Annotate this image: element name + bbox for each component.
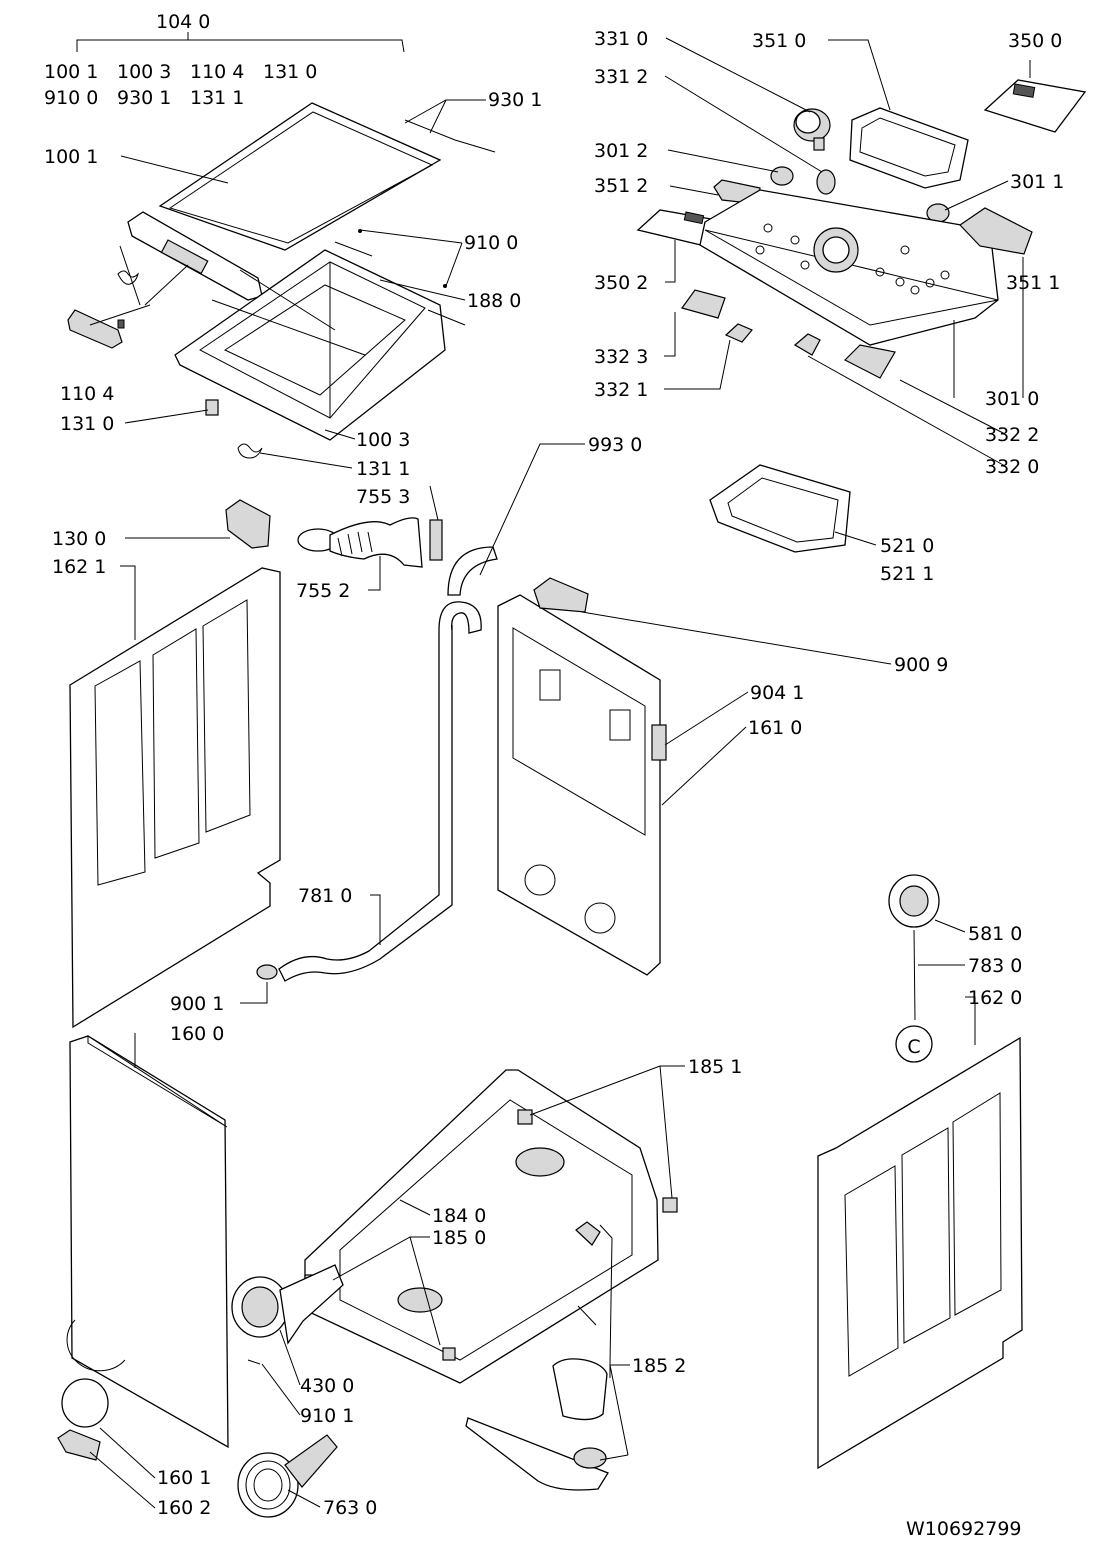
label-162-1: 162 1: [52, 556, 106, 578]
left-side-panel: [69, 567, 281, 1029]
filter-door: [61, 1378, 109, 1428]
label-110-4: 110 4: [60, 383, 114, 405]
label-100-1: 100 1: [44, 146, 98, 168]
label-900-1: 900 1: [170, 993, 224, 1015]
label-131-0: 131 0: [60, 413, 114, 435]
label-783-0: 783 0: [968, 955, 1022, 977]
label-104-0: 104 0: [156, 11, 210, 33]
label-781-0: 781 0: [298, 885, 352, 907]
label-993-0: 993 0: [588, 434, 642, 456]
label-332-3: 332 3: [594, 346, 648, 368]
label-160-0: 160 0: [170, 1023, 224, 1045]
middle-assembly: [69, 499, 667, 1029]
rear-panel: [497, 577, 661, 976]
label-351-2: 351 2: [594, 175, 648, 197]
front-panel: [66, 1035, 229, 1449]
drawing-id: W10692799: [906, 1518, 1022, 1540]
label-521-1: 521 1: [880, 563, 934, 585]
lower-assembly: C: [57, 874, 1023, 1518]
lid-assembly: [67, 102, 496, 459]
part-labels: 104 0 100 1 100 3 110 4 131 0 910 0 930 …: [44, 11, 1064, 1540]
label-130-0: 130 0: [52, 528, 106, 550]
base-frame: [304, 1069, 659, 1384]
label-162-0: 162 0: [968, 987, 1022, 1009]
label-185-0: 185 0: [432, 1227, 486, 1249]
label-755-3: 755 3: [356, 486, 410, 508]
label-332-0: 332 0: [985, 456, 1039, 478]
display-holder: [849, 107, 969, 189]
circle-marker: [895, 1025, 933, 1063]
label-351-1: 351 1: [1006, 272, 1060, 294]
label-900-9: 900 9: [894, 654, 948, 676]
label-332-1: 332 1: [594, 379, 648, 401]
label-904-1: 904 1: [750, 682, 804, 704]
label-350-2: 350 2: [594, 272, 648, 294]
label-350-0: 350 0: [1008, 30, 1062, 52]
label-185-1: 185 1: [688, 1056, 742, 1078]
dispenser-drawer: [709, 464, 851, 553]
label-332-2: 332 2: [985, 424, 1039, 446]
label-161-0: 161 0: [748, 717, 802, 739]
shock-absorber: [465, 1221, 609, 1491]
label-160-1: 160 1: [157, 1467, 211, 1489]
label-581-0: 581 0: [968, 923, 1022, 945]
label-100-3: 100 3: [356, 429, 410, 451]
label-group-top-3: 110 4: [190, 61, 244, 83]
pressure-switch: [888, 874, 940, 1021]
control-board-main: [983, 79, 1087, 133]
label-184-0: 184 0: [432, 1205, 486, 1227]
label-group-top-7: 131 1: [190, 87, 244, 109]
label-930-1: 930 1: [488, 89, 542, 111]
label-331-2: 331 2: [594, 66, 648, 88]
label-910-0: 910 0: [464, 232, 518, 254]
label-group-top-5: 910 0: [44, 87, 98, 109]
label-521-0: 521 0: [880, 535, 934, 557]
label-351-0: 351 0: [752, 30, 806, 52]
latch-part: [67, 309, 123, 349]
fill-hose: [297, 517, 423, 568]
label-331-0: 331 0: [594, 28, 648, 50]
label-755-2: 755 2: [296, 580, 350, 602]
label-301-0: 301 0: [985, 388, 1039, 410]
pump-filter: [237, 1434, 338, 1518]
label-160-2: 160 2: [157, 1497, 211, 1519]
leader-lines: [76, 32, 1031, 1509]
label-910-1: 910 1: [300, 1405, 354, 1427]
label-group-top-2: 100 3: [117, 61, 171, 83]
label-763-0: 763 0: [323, 1497, 377, 1519]
label-group-top-6: 930 1: [117, 87, 171, 109]
drain-hose: [278, 601, 482, 982]
label-131-1: 131 1: [356, 458, 410, 480]
label-group-top-4: 131 0: [263, 61, 317, 83]
control-panel-assembly: [636, 79, 1087, 553]
door-lock: [225, 499, 271, 549]
drain-pump: [231, 1264, 344, 1345]
label-188-0: 188 0: [467, 290, 521, 312]
label-group-top-1: 100 1: [44, 61, 98, 83]
label-430-0: 430 0: [300, 1375, 354, 1397]
top-frame: [174, 249, 446, 441]
lid-panel: [158, 102, 442, 251]
label-301-2: 301 2: [594, 140, 648, 162]
label-301-1: 301 1: [1010, 171, 1064, 193]
label-185-2: 185 2: [632, 1355, 686, 1377]
spring-part: [117, 270, 139, 285]
right-side-panel: [817, 1036, 1023, 1470]
circle-marker-label: C: [907, 1036, 920, 1058]
